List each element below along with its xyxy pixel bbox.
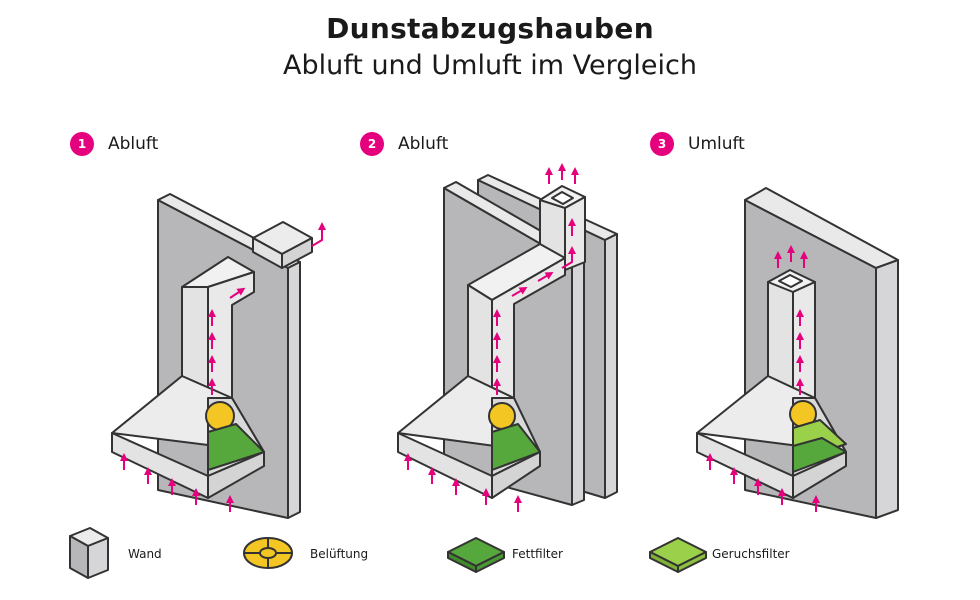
airflow-arrow (537, 271, 554, 282)
airflow-arrow (561, 246, 576, 269)
section-2-label: Abluft (398, 134, 449, 154)
fan-icon (243, 537, 293, 569)
section-3-number-badge: 3 (650, 132, 674, 156)
section-1-header: 1 Abluft (70, 131, 158, 157)
diagram-subtitle: Abluft und Umluft im Vergleich (283, 50, 697, 81)
panel-2-illustration (397, 174, 618, 506)
legend-label-grease-filter: Fettfilter (512, 547, 563, 561)
odor-filter-icon (649, 537, 707, 573)
legend-label-wall: Wand (128, 547, 162, 561)
airflow-arrow (511, 286, 528, 297)
panel-1-wall-edge (287, 261, 301, 519)
section-3-label: Umluft (688, 134, 745, 154)
legend-item-ventilation: Belüftung (300, 528, 368, 580)
legend-label-odor-filter: Geruchsfilter (712, 547, 790, 561)
airflow-arrow (311, 222, 326, 247)
section-1-number-badge: 1 (70, 132, 94, 156)
section-2-number-badge: 2 (360, 132, 384, 156)
legend-item-wall: Wand (118, 528, 162, 580)
panel-3-chimney-opening (778, 274, 803, 288)
section-3-header: 3 Umluft (650, 131, 745, 157)
legend-icons (69, 527, 707, 579)
grease-filter-icon (447, 537, 505, 573)
legend-item-grease-filter: Fettfilter (502, 528, 563, 580)
legend-label-ventilation: Belüftung (310, 547, 369, 561)
airflow-arrows (120, 163, 820, 512)
section-1-label: Abluft (108, 134, 159, 154)
panel-3-illustration (696, 187, 899, 519)
airflow-arrow (229, 287, 246, 299)
legend-item-odor-filter: Geruchsfilter (702, 528, 790, 580)
wall-icon (69, 527, 109, 579)
diagram-title: Dunstabzugshauben (326, 12, 654, 45)
panel-1-illustration (111, 193, 313, 519)
panel-2-riser-opening (551, 191, 574, 205)
section-2-header: 2 Abluft (360, 131, 448, 157)
